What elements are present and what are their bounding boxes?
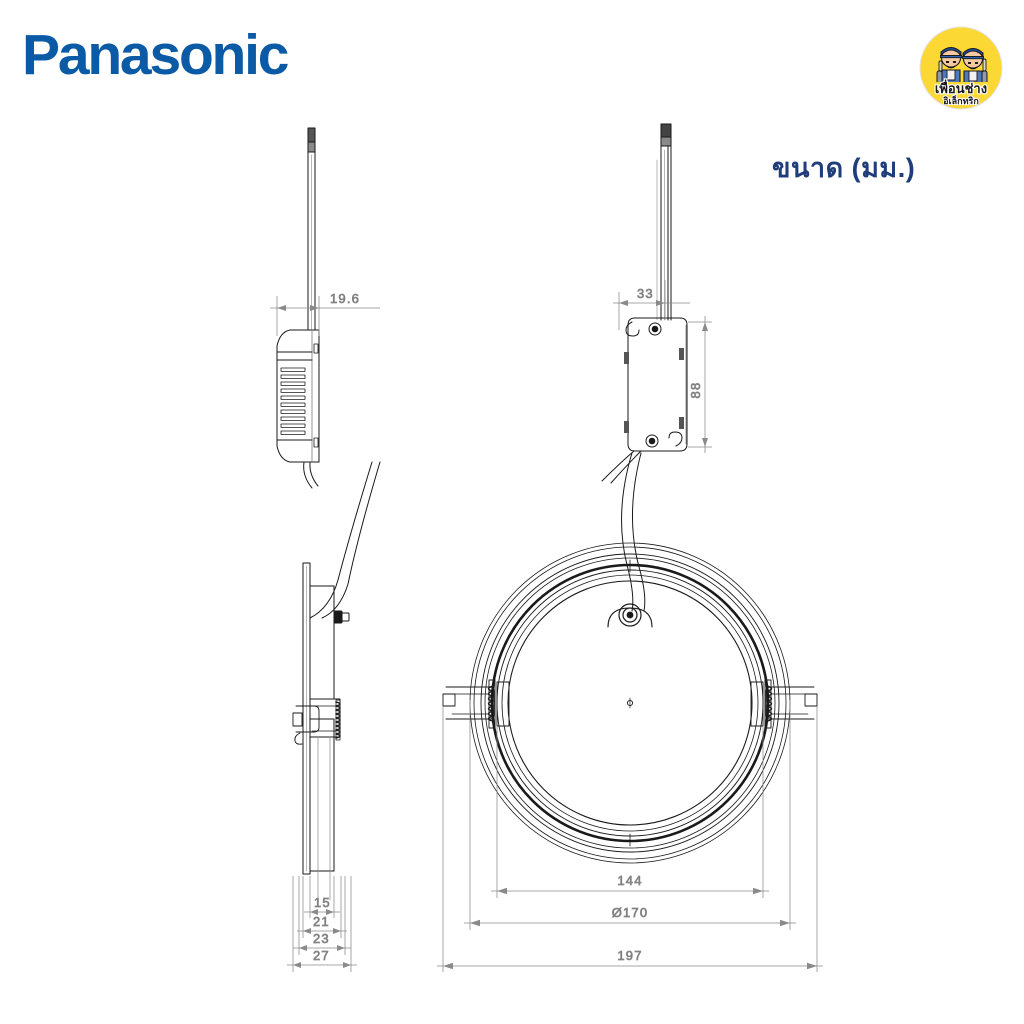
spring-coil — [335, 701, 341, 739]
dim-label-23: 23 — [313, 931, 330, 946]
panasonic-wordmark: Panasonic — [22, 23, 290, 87]
side-cable — [307, 151, 316, 331]
side-cable-tip — [307, 127, 316, 153]
side-cable-to-fixture — [309, 461, 381, 619]
side-section-view — [276, 127, 381, 901]
dim-depth-15: 15 — [304, 876, 340, 918]
plan-centre-mark — [626, 697, 634, 709]
dim-diameter-170: Ø170 — [464, 700, 796, 930]
shop-badge-graphic: เพื่อนช่าง อิเล็กทริก — [919, 26, 1003, 110]
top-plan-view — [442, 123, 818, 864]
dimension-annotations: 19.6 15 21 23 — [270, 280, 823, 972]
shop-badge: เพื่อนช่าง อิเล็กทริก — [918, 25, 1004, 111]
dim-label-33: 33 — [637, 286, 654, 301]
plan-driver-screws — [645, 322, 662, 448]
dim-label-144: 144 — [617, 873, 642, 888]
dim-driver-height-88: 88 — [688, 316, 712, 453]
side-cable-gland — [333, 610, 350, 624]
panasonic-logo: Panasonic — [22, 26, 358, 84]
dim-label-15: 15 — [314, 895, 331, 910]
dim-label-88: 88 — [688, 382, 703, 399]
side-driver-body — [276, 329, 320, 463]
plan-spring-clip-left — [442, 679, 510, 729]
badge-line2: อิเล็กทริก — [943, 94, 979, 106]
plan-lead-wires — [601, 450, 642, 484]
badge-line1: เพื่อนช่าง — [935, 79, 987, 96]
plan-cable-tip — [660, 123, 672, 147]
dim-cutout-144: 144 — [491, 726, 769, 898]
side-lead-wires — [303, 461, 319, 489]
dim-label-21: 21 — [313, 914, 330, 929]
plan-cable-to-fixture — [621, 452, 646, 612]
dim-depth-23: 23 — [293, 876, 351, 955]
side-spring-clip — [292, 698, 341, 745]
dim-label-27: 27 — [313, 948, 330, 963]
dim-driver-width: 19.6 — [270, 291, 380, 336]
plan-driver-box — [624, 317, 688, 452]
dim-label-197: 197 — [617, 948, 642, 963]
plan-cable-entry — [607, 603, 653, 628]
dim-label-diameter-170: Ø170 — [612, 905, 649, 920]
dim-depth-21: 21 — [297, 876, 347, 938]
dim-depth-27: 27 — [287, 876, 357, 972]
side-fixture-body — [292, 562, 350, 901]
driver-fins — [280, 367, 306, 435]
dim-overall-197: 197 — [437, 706, 823, 972]
dim-cable-offset-33: 33 — [613, 280, 690, 330]
dim-label-19-6: 19.6 — [330, 291, 360, 306]
dimensions-heading: ขนาด (มม.) — [772, 153, 916, 183]
plan-spring-clip-right — [750, 679, 818, 729]
plan-cable — [656, 145, 672, 321]
